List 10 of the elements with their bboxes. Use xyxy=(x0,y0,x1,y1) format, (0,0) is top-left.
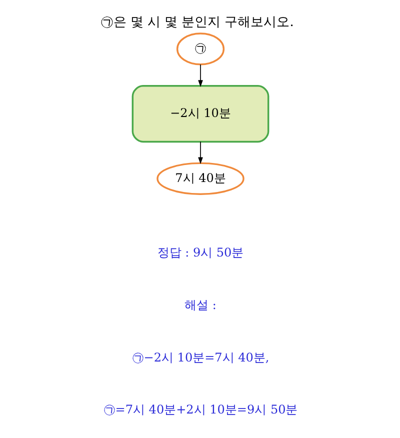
label: 해설 : xyxy=(184,298,216,312)
label: ㉠−2시 10분=7시 40분, xyxy=(131,350,269,364)
arrow xyxy=(198,64,202,88)
label: ㉠=7시 40분+2시 10분=9시 50분 xyxy=(102,402,298,417)
label: 정답 : 9시 50분 xyxy=(156,246,244,260)
node-ellipse: ㉠ xyxy=(176,32,224,66)
node-ellipse: 7시 40분 xyxy=(156,162,244,195)
diagram-title: ㉠은 몇 시 몇 분인지 구해보시오. xyxy=(100,14,294,30)
arrow xyxy=(198,141,202,164)
node-box: −2시 10분 xyxy=(131,85,269,143)
